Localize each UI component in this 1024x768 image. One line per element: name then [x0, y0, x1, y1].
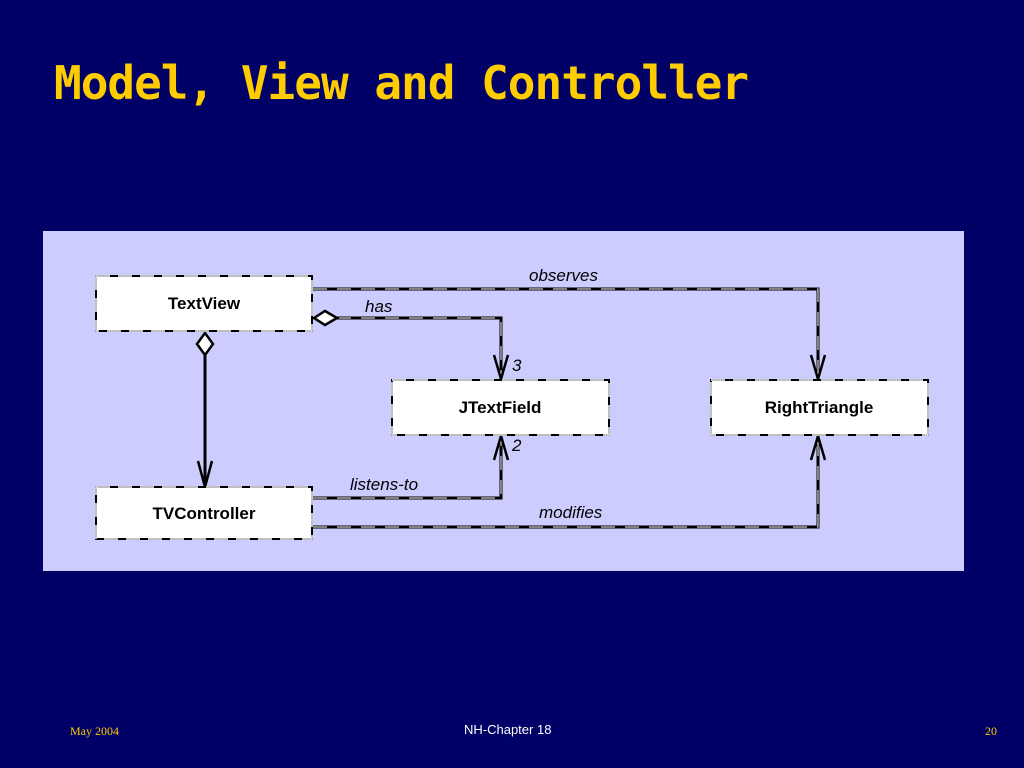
- association-textview-tvcontroller: [195, 330, 215, 492]
- association-observes: observes: [313, 266, 827, 384]
- class-name-textview: TextView: [168, 294, 241, 313]
- class-righttriangle[interactable]: RightTriangle: [710, 379, 929, 436]
- aggregation-diamond-icon: [311, 309, 340, 327]
- class-name-righttriangle: RightTriangle: [765, 398, 874, 417]
- composition-diamond-icon: [195, 330, 215, 358]
- label-listens-to: listens-to: [350, 475, 418, 494]
- class-name-jtextfield: JTextField: [459, 398, 542, 417]
- footer-date: May 2004: [70, 724, 119, 738]
- association-listens-to: listens-to 2: [313, 431, 522, 500]
- class-jtextfield[interactable]: JTextField: [391, 379, 610, 436]
- footer-chapter: NH-Chapter 18: [464, 722, 552, 737]
- uml-diagram-panel: observes has 3 liste: [43, 231, 964, 571]
- label-has: has: [365, 297, 393, 316]
- class-textview[interactable]: TextView: [95, 275, 313, 332]
- slide-title: Model, View and Controller: [54, 56, 749, 110]
- multiplicity-has: 3: [512, 356, 522, 375]
- uml-diagram: observes has 3 liste: [95, 266, 929, 540]
- label-modifies: modifies: [539, 503, 603, 522]
- label-observes: observes: [529, 266, 598, 285]
- class-tvcontroller[interactable]: TVController: [95, 486, 313, 540]
- class-name-tvcontroller: TVController: [153, 504, 256, 523]
- association-has: has 3: [311, 297, 522, 384]
- association-modifies: modifies: [313, 431, 827, 529]
- multiplicity-listens-to: 2: [511, 436, 522, 455]
- footer-page-number: 20: [985, 724, 997, 738]
